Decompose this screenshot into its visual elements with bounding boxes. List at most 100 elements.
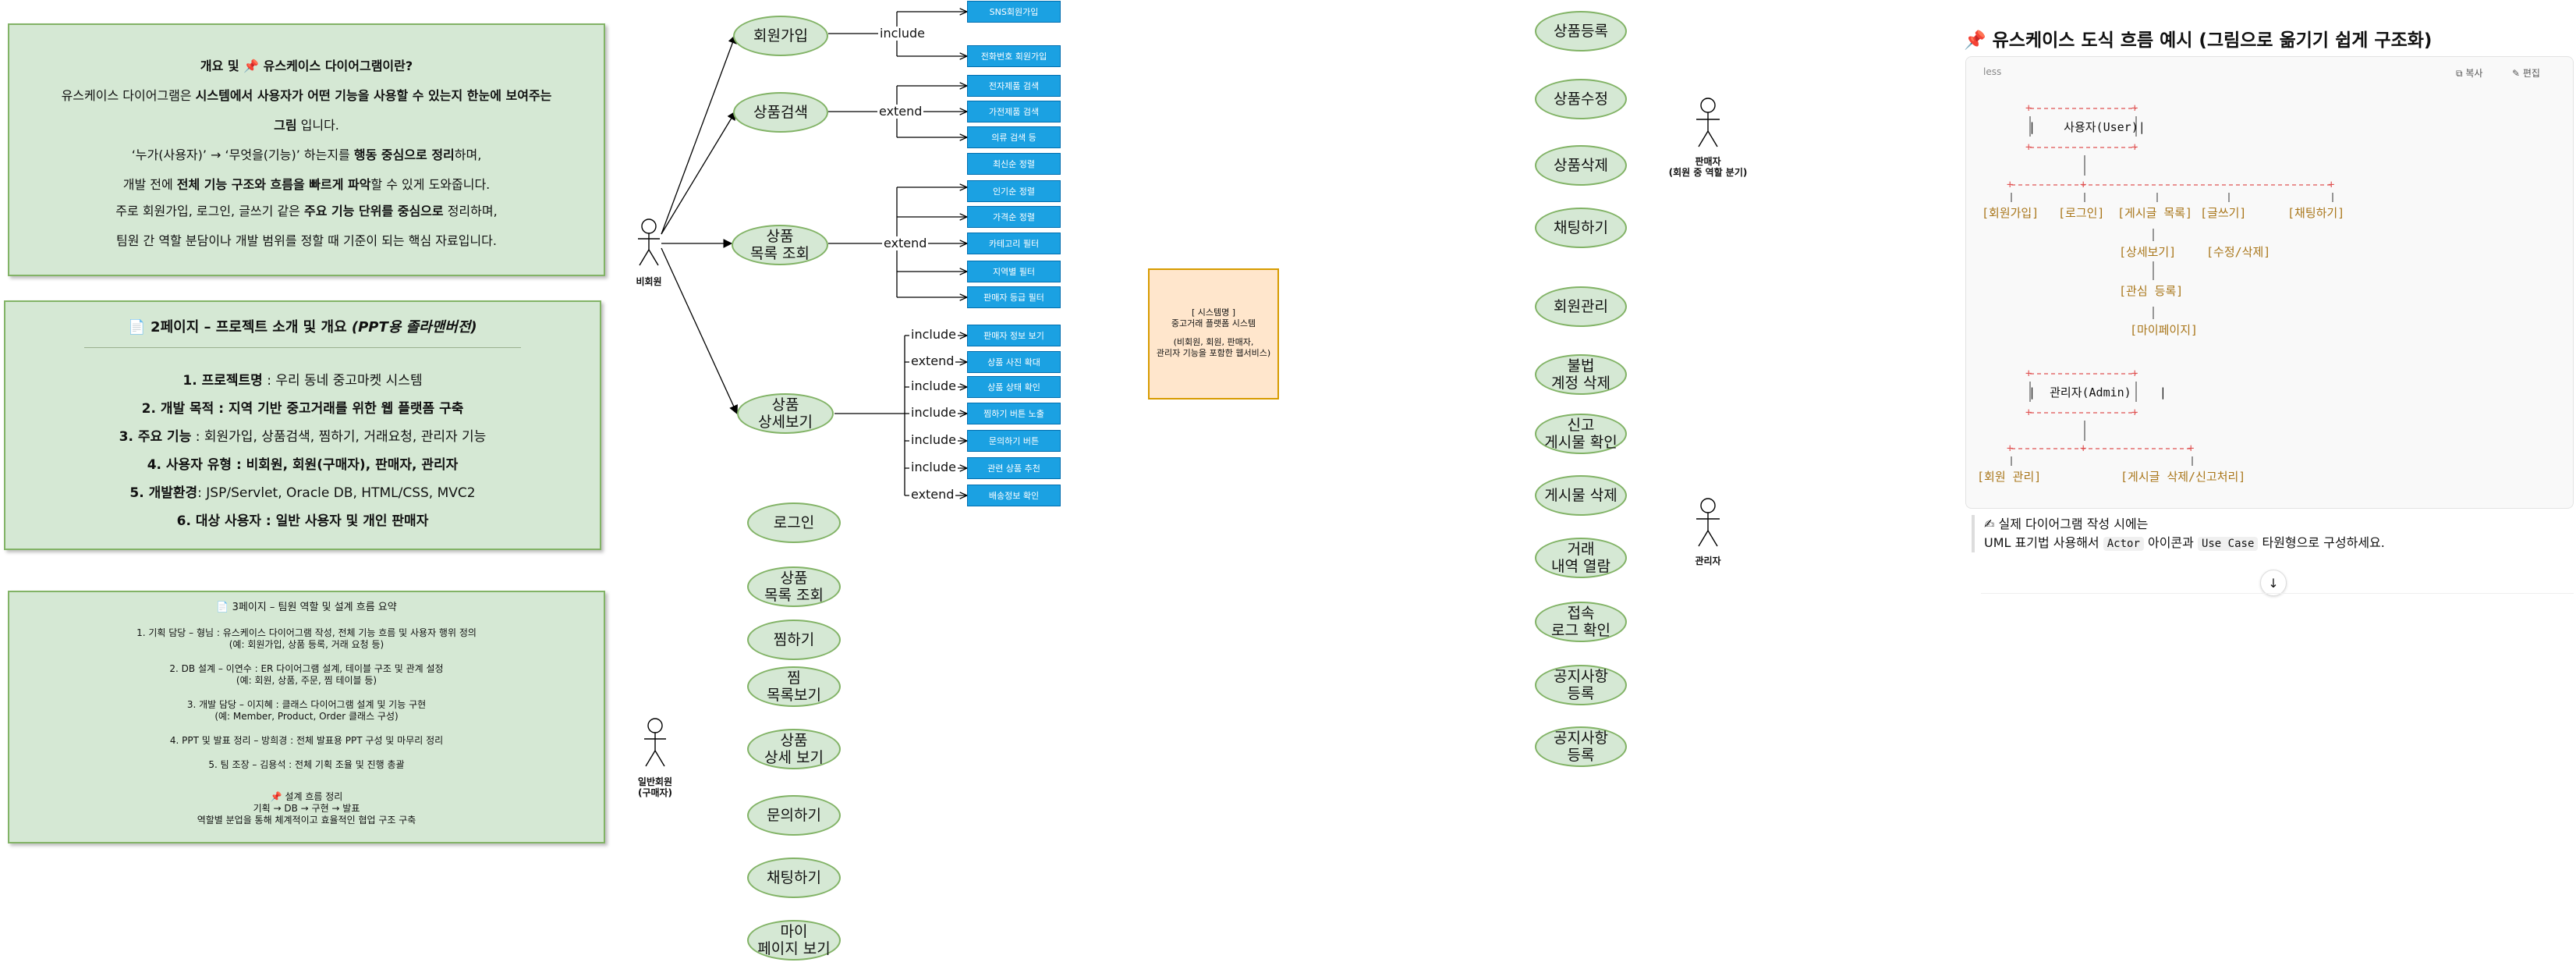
- option-box[interactable]: 판매자 정보 보기: [967, 325, 1061, 346]
- option-box[interactable]: 카테고리 필터: [967, 233, 1061, 254]
- pin-icon: 📌: [1964, 30, 1986, 51]
- overview-line: 그림 입니다.: [274, 118, 339, 133]
- member-usecase[interactable]: 상품 목록 조회: [747, 566, 841, 607]
- usecase-list[interactable]: 상품 목록 조회: [732, 225, 828, 265]
- writing-hand-icon: ✍: [1984, 517, 1995, 531]
- overview-line: 팀원 간 역할 분담이나 개발 범위를 정할 때 기준이 되는 핵심 자료입니다…: [116, 233, 497, 248]
- admin-usecase[interactable]: 신고 게시물 확인: [1535, 414, 1627, 454]
- seller-usecase[interactable]: 상품등록: [1535, 11, 1627, 51]
- admin-usecase[interactable]: 공지사항 등록: [1535, 726, 1627, 767]
- flow-line: 기획 → DB → 구현 → 발표: [253, 803, 360, 814]
- admin-usecase[interactable]: 거래 내역 열람: [1535, 538, 1627, 578]
- option-box[interactable]: 판매자 등급 필터: [967, 286, 1061, 308]
- system-note: [ 시스템명 ] 중고거래 플랫폼 시스템 (비회원, 회원, 판매자, 관리자…: [1148, 268, 1279, 399]
- user-func-signup: [회원가입]: [1982, 206, 2039, 220]
- pin-icon: 📌: [243, 59, 260, 73]
- role-line: (예: 회원, 상품, 주문, 찜 테이블 등): [236, 675, 377, 686]
- code-lang: less: [1983, 66, 2002, 77]
- option-box[interactable]: 문의하기 버튼: [967, 430, 1061, 452]
- edge-label-include: include: [878, 26, 927, 41]
- member-usecase[interactable]: 찜 목록보기: [747, 666, 841, 707]
- admin-usecase[interactable]: 공지사항 등록: [1535, 665, 1627, 705]
- edge-label-extend: extend: [909, 353, 956, 368]
- option-box[interactable]: 인기순 정렬: [967, 180, 1061, 202]
- edge-label-extend: extend: [882, 236, 929, 250]
- svg-text:+: +: [2188, 442, 2194, 455]
- role-line: 2. DB 설계 – 이연수 : ER 다이어그램 설계, 테이블 구조 및 관…: [169, 663, 444, 674]
- option-box[interactable]: 지역별 필터: [967, 261, 1061, 282]
- svg-text:+: +: [2328, 179, 2334, 191]
- project-intro-item: 5. 개발환경: JSP/Servlet, Oracle DB, HTML/CS…: [5, 479, 600, 507]
- overview-line: 개발 전에 전체 기능 구조와 흐름을 빠르게 파악할 수 있게 도와줍니다.: [122, 177, 491, 192]
- actor-guest-label: 비회원: [636, 276, 662, 287]
- option-box[interactable]: 가전제품 검색: [967, 101, 1061, 123]
- sub-detail: [상세보기]: [2119, 245, 2177, 259]
- member-usecase[interactable]: 상품 상세 보기: [747, 729, 841, 769]
- member-usecase[interactable]: 로그인: [747, 502, 841, 543]
- role-line: 4. PPT 및 발표 정리 – 방희경 : 전체 발표용 PPT 구성 및 마…: [169, 735, 444, 746]
- role-line: (예: 회원가입, 상품 등록, 거래 요청 등): [229, 639, 384, 650]
- option-box[interactable]: 전화번호 회원가입: [967, 45, 1061, 67]
- project-intro-item-label: 2. 개발 목적: [141, 401, 214, 417]
- seller-usecase[interactable]: 채팅하기: [1535, 208, 1627, 248]
- copy-button[interactable]: ⧉ 복사: [2456, 68, 2483, 79]
- seller-usecase[interactable]: 상품삭제: [1535, 145, 1627, 186]
- user-box: | 사용자(User)|: [2029, 120, 2145, 134]
- project-intro-box: 📄 2페이지 – 프로젝트 소개 및 개요 (PPT용 졸라맨버전) 1. 프로…: [4, 300, 601, 550]
- option-box[interactable]: 의류 검색 등: [967, 126, 1061, 148]
- option-box[interactable]: 전자제품 검색: [967, 75, 1061, 97]
- member-usecase[interactable]: 문의하기: [747, 795, 841, 836]
- overview-line: ‘누가(사용자)’ → ‘무엇을(기능)’ 하는지를 행동 중심으로 정리하며,: [131, 147, 482, 162]
- document-icon: 📄: [128, 319, 146, 336]
- edge-label-include: include: [909, 432, 958, 447]
- admin-usecase[interactable]: 접속 로그 확인: [1535, 602, 1627, 642]
- option-box[interactable]: 상품 상태 확인: [967, 376, 1061, 398]
- overview-box: 개요 및 📌 유스케이스 다이어그램이란? 유스케이스 다이어그램은 시스템에서…: [8, 23, 605, 276]
- admin-usecase[interactable]: 회원관리: [1535, 286, 1627, 327]
- sub-edit-delete: [수정/삭제]: [2206, 245, 2271, 259]
- overview-title: 개요 및 📌 유스케이스 다이어그램이란?: [200, 59, 413, 73]
- team-roles-title: 📄 3페이지 – 팀원 역할 및 설계 흐름 요약: [216, 602, 397, 613]
- option-box[interactable]: SNS회원가입: [967, 1, 1061, 23]
- admin-func-members: [회원 관리]: [1977, 470, 2042, 484]
- member-usecase[interactable]: 찜하기: [747, 620, 841, 660]
- sub-favorite: [관심 등록]: [2119, 284, 2184, 298]
- role-line: (예: Member, Product, Order 클래스 구성): [214, 711, 399, 722]
- flow-tree-lines: + + + + + + + + + + + + + +: [2007, 102, 2334, 466]
- flow-desc: 역할별 분업을 통해 체계적이고 효율적인 협업 구조 구축: [197, 815, 416, 826]
- svg-text:+: +: [2131, 407, 2138, 419]
- note-bar: [1972, 515, 1975, 552]
- option-box[interactable]: 상품 사진 확대: [967, 351, 1061, 373]
- svg-text:+: +: [2080, 442, 2086, 455]
- usecase-detail[interactable]: 상품 상세보기: [737, 393, 834, 434]
- usecase-search[interactable]: 상품검색: [733, 92, 828, 133]
- edit-button[interactable]: ✎ 편집: [2512, 68, 2540, 79]
- project-intro-item-value: : 회원가입, 상품검색, 찜하기, 거래요청, 관리자 기능: [191, 429, 487, 445]
- admin-usecase[interactable]: 게시물 삭제: [1535, 475, 1627, 516]
- member-usecase[interactable]: 채팅하기: [747, 858, 841, 898]
- note-text: ✍ 실제 다이어그램 작성 시에는 UML 표기법 사용해서 Actor 아이콘…: [1984, 517, 2385, 551]
- seller-usecase[interactable]: 상품수정: [1535, 79, 1627, 119]
- edge-label-extend: extend: [877, 104, 924, 119]
- member-usecase[interactable]: 마이 페이지 보기: [747, 920, 841, 961]
- option-box[interactable]: 찜하기 버튼 노출: [967, 403, 1061, 424]
- svg-text:+: +: [2080, 179, 2086, 191]
- edge-label-extend: extend: [909, 487, 956, 502]
- admin-box: | 관리자(Admin) |: [2029, 385, 2167, 399]
- scroll-down-button[interactable]: ↓: [2260, 570, 2287, 596]
- project-intro-item-label: 1. 프로젝트명: [182, 373, 263, 389]
- actor-figures: [638, 98, 1720, 767]
- flow-title: 📌 설계 흐름 정리: [270, 791, 343, 802]
- role-line: 1. 기획 담당 – 형님 : 유스케이스 다이어그램 작성, 전체 기능 흐름…: [136, 627, 477, 638]
- project-intro-item-value: : 비회원, 회원(구매자), 판매자, 관리자: [232, 457, 459, 473]
- edge-label-include: include: [909, 405, 958, 420]
- usecase-signup[interactable]: 회원가입: [733, 16, 828, 56]
- option-box[interactable]: 최신순 정렬: [967, 153, 1061, 175]
- option-box[interactable]: 관련 상품 추천: [967, 457, 1061, 479]
- option-box[interactable]: 배송정보 확인: [967, 485, 1061, 506]
- option-box[interactable]: 가격순 정렬: [967, 206, 1061, 228]
- svg-text:+: +: [2007, 179, 2013, 191]
- admin-usecase[interactable]: 불법 계정 삭제: [1535, 354, 1627, 395]
- diagram-edges: [638, 0, 1720, 767]
